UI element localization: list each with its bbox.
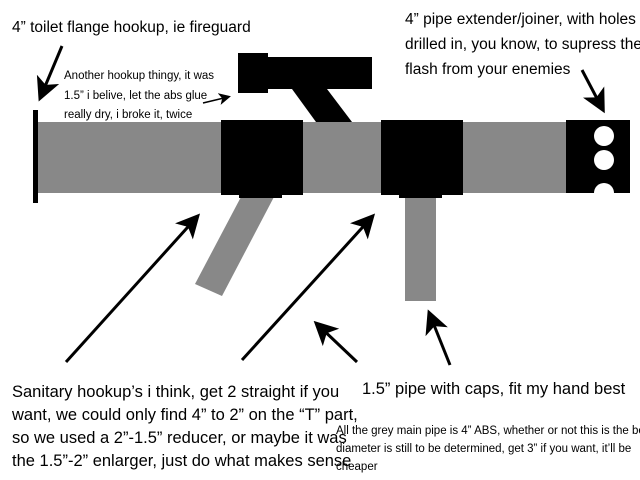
extender-label: 4” pipe extender/joiner, with holes dril… — [405, 11, 640, 78]
hookup-cap — [238, 53, 268, 93]
angled-grip — [195, 195, 275, 296]
toilet-flange — [33, 110, 38, 203]
vent-hole — [594, 126, 614, 146]
sanitary-label: Sanitary hookup’s i think, get 2 straigh… — [11, 383, 362, 470]
grip-arrow-1 — [313, 320, 359, 364]
sanitary-arrow-1 — [64, 213, 201, 364]
flange-label: 4” toilet flange hookup, ie fireguard — [12, 19, 251, 36]
sanitary-coupling-2 — [381, 120, 463, 195]
sanitary-arrow-2 — [240, 213, 376, 362]
vent-hole — [594, 183, 614, 193]
coupling-1-lip — [239, 194, 282, 198]
hookup-stem — [292, 89, 352, 122]
pipe-note: All the grey main pipe is 4” ABS, whethe… — [336, 425, 640, 473]
extender-arrow — [580, 69, 605, 114]
vent-hole — [594, 150, 614, 170]
hookup-label: Another hookup thingy, it was 1.5” i bel… — [64, 70, 217, 121]
vertical-grip — [405, 195, 436, 301]
grip-arrow-2 — [425, 309, 452, 366]
coupling-2-lip — [399, 194, 442, 198]
hookup-arrow — [202, 93, 231, 105]
grip-label: 1.5” pipe with caps, fit my hand best — [362, 380, 626, 398]
flange-arrow — [36, 45, 64, 102]
sanitary-coupling-1 — [221, 120, 303, 195]
